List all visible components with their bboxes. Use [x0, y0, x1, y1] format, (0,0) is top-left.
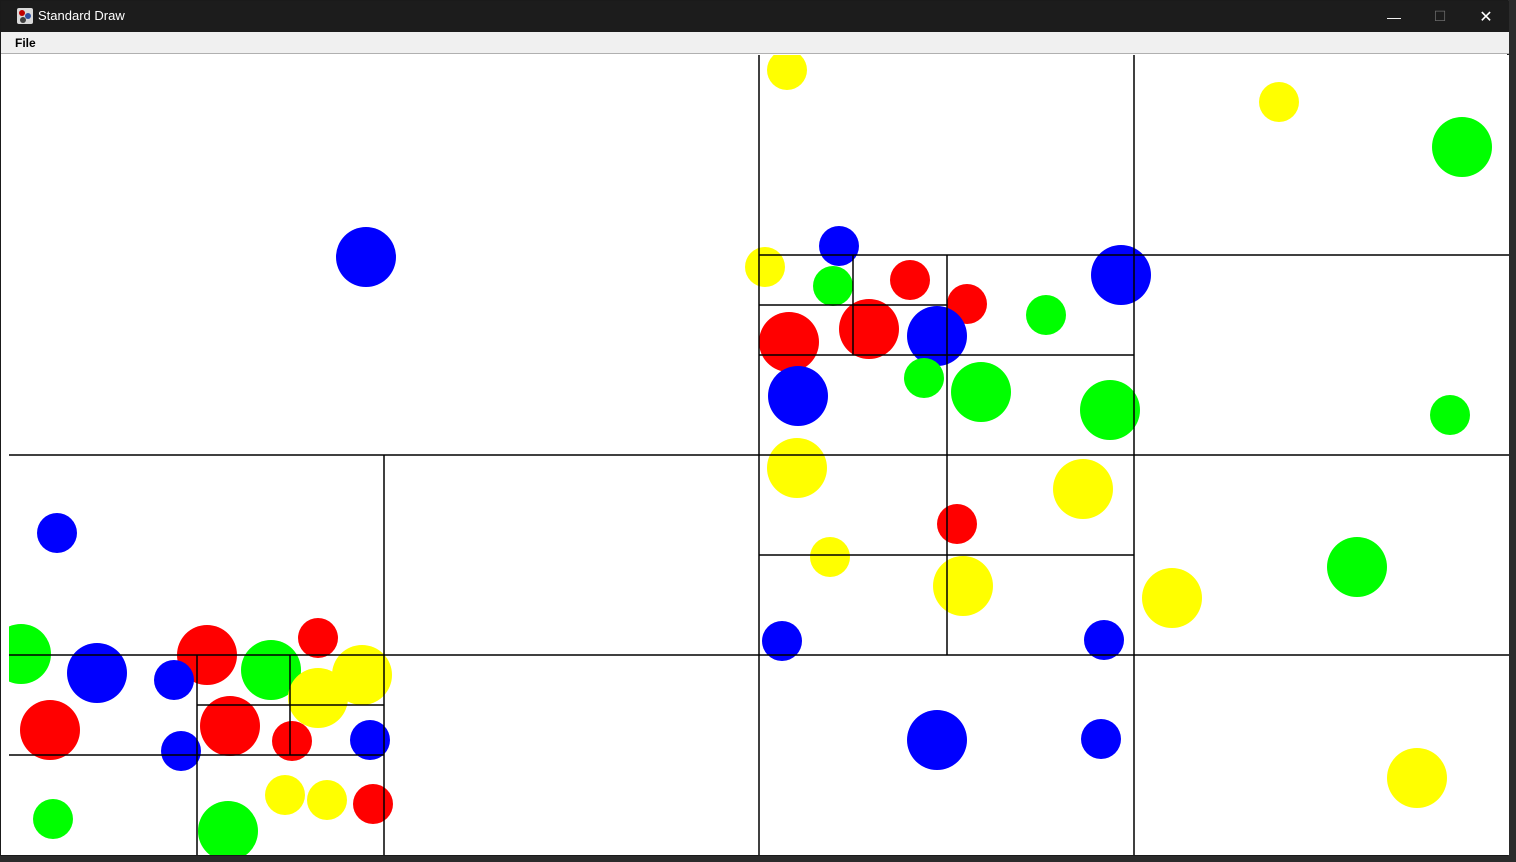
yellow-circle — [1053, 459, 1113, 519]
blue-circle — [67, 643, 127, 703]
red-circle — [353, 784, 393, 824]
red-circle — [937, 504, 977, 544]
partition-lines-layer — [9, 55, 1509, 855]
yellow-circle — [1142, 568, 1202, 628]
drawing-canvas[interactable] — [9, 55, 1509, 855]
yellow-circle — [1387, 748, 1447, 808]
green-circle — [1430, 395, 1470, 435]
window-title: Standard Draw — [38, 8, 125, 23]
green-circle — [198, 801, 258, 855]
yellow-circle — [288, 668, 348, 728]
blue-circle — [154, 660, 194, 700]
blue-circle — [161, 731, 201, 771]
minimize-button[interactable]: — — [1371, 1, 1417, 32]
desktop-strip — [0, 856, 1516, 862]
green-circle — [9, 624, 51, 684]
blue-circle — [1084, 620, 1124, 660]
yellow-circle — [933, 556, 993, 616]
blue-circle — [1091, 245, 1151, 305]
green-circle — [904, 358, 944, 398]
maximize-button[interactable]: ☐ — [1417, 1, 1463, 32]
blue-circle — [907, 710, 967, 770]
blue-circle — [1081, 719, 1121, 759]
menu-bar: File — [1, 32, 1509, 54]
red-circle — [298, 618, 338, 658]
blue-circle — [768, 366, 828, 426]
yellow-circle — [265, 775, 305, 815]
blue-circle — [907, 306, 967, 366]
maximize-icon: ☐ — [1433, 8, 1447, 24]
blue-circle — [819, 226, 859, 266]
green-circle — [1432, 117, 1492, 177]
menu-file[interactable]: File — [15, 36, 36, 50]
title-bar[interactable]: Standard Draw — ☐ ✕ — [1, 1, 1509, 32]
yellow-circle — [1259, 82, 1299, 122]
yellow-circle — [767, 55, 807, 90]
green-circle — [1327, 537, 1387, 597]
green-circle — [1026, 295, 1066, 335]
blue-circle — [762, 621, 802, 661]
green-circle — [33, 799, 73, 839]
blue-circle — [37, 513, 77, 553]
drawing-canvas-area — [9, 55, 1509, 855]
green-circle — [951, 362, 1011, 422]
red-circle — [272, 721, 312, 761]
close-button[interactable]: ✕ — [1463, 1, 1509, 32]
green-circle — [1080, 380, 1140, 440]
close-icon: ✕ — [1479, 8, 1493, 26]
red-circle — [890, 260, 930, 300]
red-circle — [200, 696, 260, 756]
yellow-circle — [307, 780, 347, 820]
blue-circle — [350, 720, 390, 760]
yellow-circle — [332, 645, 392, 705]
red-circle — [20, 700, 80, 760]
yellow-circle — [810, 537, 850, 577]
red-circle — [839, 299, 899, 359]
minimize-icon: — — [1387, 8, 1401, 25]
yellow-circle — [767, 438, 827, 498]
yellow-circle — [745, 247, 785, 287]
java-app-icon — [17, 8, 33, 24]
blue-circle — [336, 227, 396, 287]
red-circle — [759, 312, 819, 372]
green-circle — [813, 266, 853, 306]
circles-layer — [9, 55, 1492, 855]
